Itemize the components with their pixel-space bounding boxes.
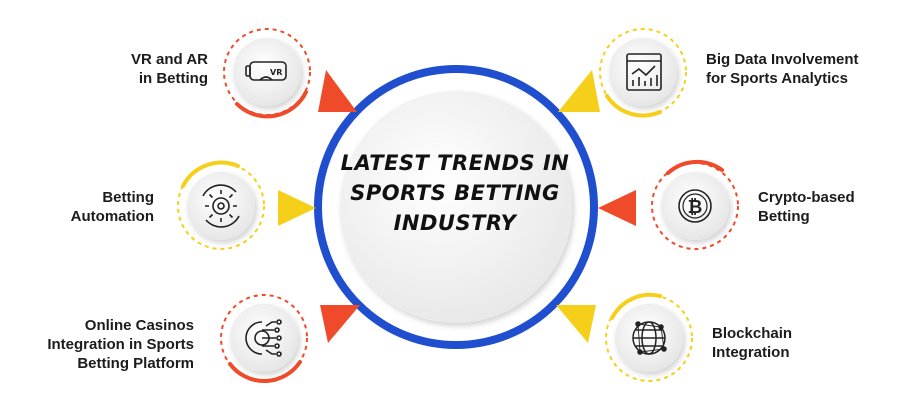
pointer-blockchain [556,305,596,343]
center-circle [314,65,598,349]
label-vr-ar: VR and AR in Betting [131,50,208,88]
node-casinos [220,294,308,384]
globe-network-icon [632,321,667,355]
label-line: Blockchain [712,325,793,342]
label-crypto: Crypto-based Betting [758,188,855,226]
label-line: Betting [102,189,154,206]
pointer-crypto [598,190,636,226]
bitcoin-icon: ₿ [678,189,712,223]
label-line: Online Casinos [84,317,194,334]
pointer-bigdata [558,70,600,112]
label-line: VR and AR [131,51,208,68]
center-title: LATEST TRENDS IN SPORTS BETTING INDUSTRY [340,148,570,238]
node-vr-ar: VR [223,28,311,119]
center-title-line-1: LATEST TRENDS IN [340,151,570,175]
node-bigdata [599,28,687,118]
center-title-line-2: SPORTS BETTING [350,181,560,205]
label-line: Crypto-based [758,189,855,206]
label-line: Automation [70,208,154,225]
label-bigdata: Big Data Involvement for Sports Analytic… [706,50,859,88]
pointer-casinos [320,305,360,343]
label-line: Big Data Involvement [706,51,859,68]
node-crypto: ₿ [651,159,739,250]
circuit-gear-icon [245,319,282,357]
vr-headset-icon: VR [245,61,287,81]
label-line: for Sports Analytics [706,70,848,87]
pointer-automation [278,190,316,226]
node-blockchain [605,292,693,382]
label-line: Integration in Sports [47,336,194,353]
data-chart-icon [626,53,662,91]
label-line: Betting Platform [77,355,194,372]
label-automation: Betting Automation [71,188,154,226]
label-line: Integration [712,344,790,361]
pointer-vr [318,70,357,112]
node-automation [177,160,265,250]
label-blockchain: Blockchain Integration [712,324,792,362]
label-line: Betting [758,208,810,225]
gear-automation-icon [202,184,240,228]
label-line: in Betting [138,70,208,87]
center-title-line-3: INDUSTRY [393,211,517,235]
svg-text:VR: VR [270,68,282,77]
svg-text:₿: ₿ [688,197,703,218]
label-casinos: Online Casinos Integration in Sports Bet… [47,316,194,373]
